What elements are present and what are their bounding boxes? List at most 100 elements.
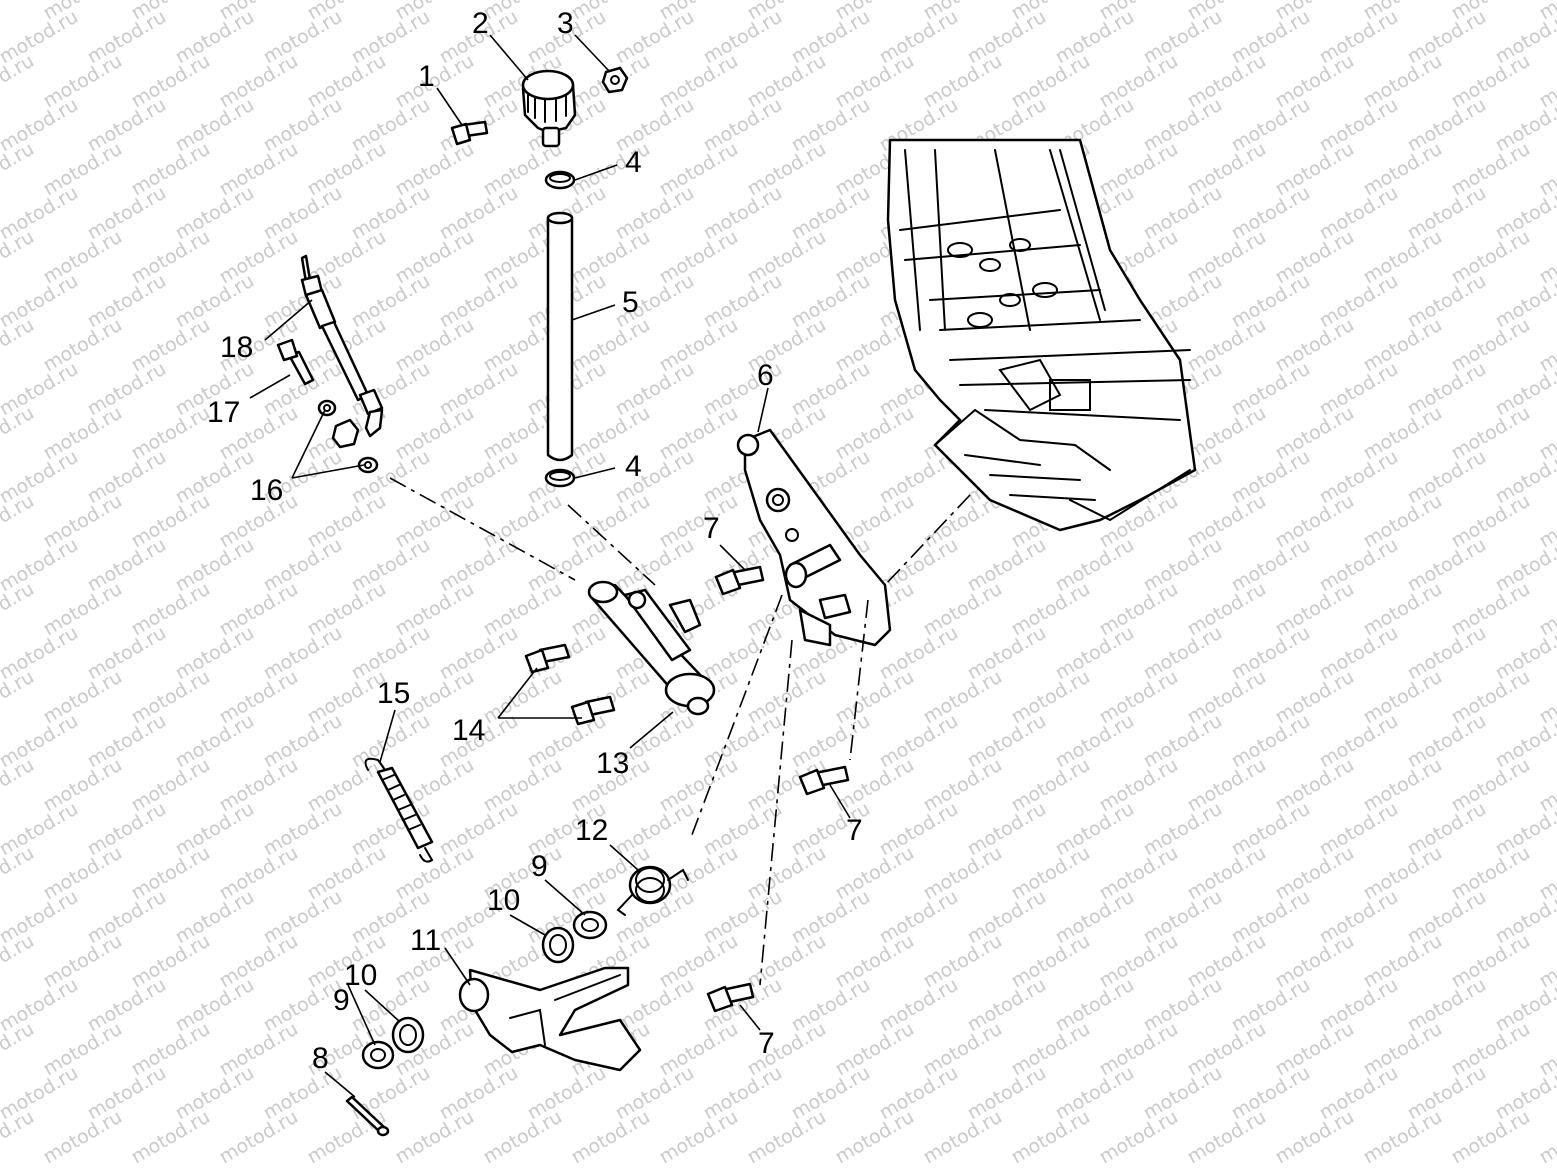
watermark-text: motod.ru bbox=[568, 490, 654, 553]
watermark-text: motod.ru bbox=[216, 578, 302, 641]
watermark-text: motod.ru bbox=[1404, 710, 1490, 773]
watermark-text: motod.ru bbox=[1272, 578, 1358, 641]
watermark-text: motod.ru bbox=[392, 50, 478, 113]
watermark-text: motod.ru bbox=[1404, 534, 1490, 597]
watermark-text: motod.ru bbox=[964, 974, 1050, 1037]
callout-7-lower: 7 bbox=[758, 1027, 775, 1060]
watermark-text: motod.ru bbox=[612, 182, 698, 245]
watermark-text: motod.ru bbox=[1140, 534, 1226, 597]
watermark-text: motod.ru bbox=[172, 6, 258, 69]
watermark-text: motod.ru bbox=[1404, 270, 1490, 333]
pedal-bushing-left bbox=[391, 1016, 425, 1054]
watermark-text: motod.ru bbox=[920, 666, 1006, 729]
watermark-text: motod.ru bbox=[656, 402, 742, 465]
watermark-text: motod.ru bbox=[1316, 446, 1402, 509]
watermark-text: motod.ru bbox=[1316, 1062, 1402, 1125]
watermark-text: motod.ru bbox=[920, 842, 1006, 905]
watermark-text: motod.ru bbox=[172, 886, 258, 949]
watermark-text: motod.ru bbox=[436, 182, 522, 245]
watermark-text: motod.ru bbox=[40, 1018, 126, 1081]
watermark-text: motod.ru bbox=[612, 1062, 698, 1125]
watermark-text: motod.ru bbox=[84, 94, 170, 157]
watermark-text: motod.ru bbox=[1448, 578, 1534, 641]
pedal-torsion-spring bbox=[616, 865, 689, 916]
watermark-text: motod.ru bbox=[128, 578, 214, 641]
watermark-text: motod.ru bbox=[304, 138, 390, 201]
watermark-text: motod.ru bbox=[1360, 138, 1446, 201]
watermark-text: motod.ru bbox=[788, 886, 874, 949]
callout-3: 3 bbox=[557, 7, 574, 40]
watermark-text: motod.ru bbox=[1272, 402, 1358, 465]
watermark-text: motod.ru bbox=[260, 6, 346, 69]
cylinder-mount-bolts bbox=[524, 643, 616, 726]
watermark-text: motod.ru bbox=[1272, 1106, 1358, 1168]
watermark-text: motod.ru bbox=[524, 1062, 610, 1125]
watermark-text: motod.ru bbox=[1360, 490, 1446, 553]
watermark-text: motod.ru bbox=[1272, 490, 1358, 553]
watermark-text: motod.ru bbox=[744, 1018, 830, 1081]
watermark-text: motod.ru bbox=[876, 1062, 962, 1125]
watermark-text: motod.ru bbox=[964, 710, 1050, 773]
watermark-text: motod.ru bbox=[40, 666, 126, 729]
watermark-text: motod.ru bbox=[216, 754, 302, 817]
watermark-text: motod.ru bbox=[1316, 6, 1402, 69]
watermark-text: motod.ru bbox=[700, 94, 786, 157]
watermark-text: motod.ru bbox=[832, 930, 918, 993]
watermark-text: motod.ru bbox=[348, 182, 434, 245]
watermark-text: motod.ru bbox=[876, 534, 962, 597]
watermark-text: motod.ru bbox=[832, 842, 918, 905]
watermark-text: motod.ru bbox=[480, 754, 566, 817]
watermark-text: motod.ru bbox=[216, 50, 302, 113]
watermark-text: motod.ru bbox=[260, 182, 346, 245]
watermark-text: motod.ru bbox=[1228, 270, 1314, 333]
watermark-text: motod.ru bbox=[1272, 754, 1358, 817]
callout-8: 8 bbox=[312, 1042, 329, 1075]
watermark-text: motod.ru bbox=[304, 842, 390, 905]
nut-3 bbox=[601, 66, 629, 94]
watermark-text: motod.ru bbox=[832, 754, 918, 817]
watermark-text: motod.ru bbox=[216, 1018, 302, 1081]
watermark-text: motod.ru bbox=[1052, 974, 1138, 1037]
watermark-text: motod.ru bbox=[1008, 666, 1094, 729]
watermark-text: motod.ru bbox=[832, 666, 918, 729]
watermark-text: motod.ru bbox=[1052, 710, 1138, 773]
watermark-text: motod.ru bbox=[172, 1062, 258, 1125]
pedal-washer-right bbox=[572, 910, 608, 940]
watermark-text: motod.ru bbox=[260, 622, 346, 685]
callout-10-right: 10 bbox=[487, 884, 520, 917]
brake-pedal bbox=[458, 966, 642, 1072]
watermark-text: motod.ru bbox=[788, 6, 874, 69]
watermark-text: motod.ru bbox=[832, 402, 918, 465]
watermark-text: motod.ru bbox=[1096, 138, 1182, 201]
callout-9-right: 9 bbox=[531, 850, 548, 883]
watermark-text: motod.ru bbox=[1448, 138, 1534, 201]
watermark-text: motod.ru bbox=[40, 314, 126, 377]
watermark-text: motod.ru bbox=[40, 138, 126, 201]
watermark-text: motod.ru bbox=[1360, 666, 1446, 729]
watermark-text: motod.ru bbox=[40, 402, 126, 465]
watermark-text: motod.ru bbox=[84, 886, 170, 949]
watermark-text: motod.ru bbox=[40, 930, 126, 993]
watermark-text: motod.ru bbox=[84, 358, 170, 421]
watermark-text: motod.ru bbox=[392, 578, 478, 641]
watermark-text: motod.ru bbox=[216, 930, 302, 993]
watermark-text: motod.ru bbox=[1184, 314, 1270, 377]
watermark-text: motod.ru bbox=[348, 270, 434, 333]
watermark-text: motod.ru bbox=[876, 710, 962, 773]
watermark-text: motod.ru bbox=[84, 6, 170, 69]
watermark-text: motod.ru bbox=[700, 886, 786, 949]
watermark-text: motod.ru bbox=[1184, 138, 1270, 201]
watermark-text: motod.ru bbox=[1360, 930, 1446, 993]
watermark-text: motod.ru bbox=[568, 226, 654, 289]
watermark-text: motod.ru bbox=[1008, 754, 1094, 817]
watermark-text: motod.ru bbox=[1184, 50, 1270, 113]
watermark-text: motod.ru bbox=[1096, 50, 1182, 113]
watermark-text: motod.ru bbox=[1184, 1018, 1270, 1081]
plate-bolt-upper bbox=[714, 565, 765, 596]
watermark-text: motod.ru bbox=[1184, 226, 1270, 289]
callout-18: 18 bbox=[220, 331, 253, 364]
watermark-text: motod.ru bbox=[260, 798, 346, 861]
watermark-text: motod.ru bbox=[964, 534, 1050, 597]
watermark-text: motod.ru bbox=[1140, 622, 1226, 685]
